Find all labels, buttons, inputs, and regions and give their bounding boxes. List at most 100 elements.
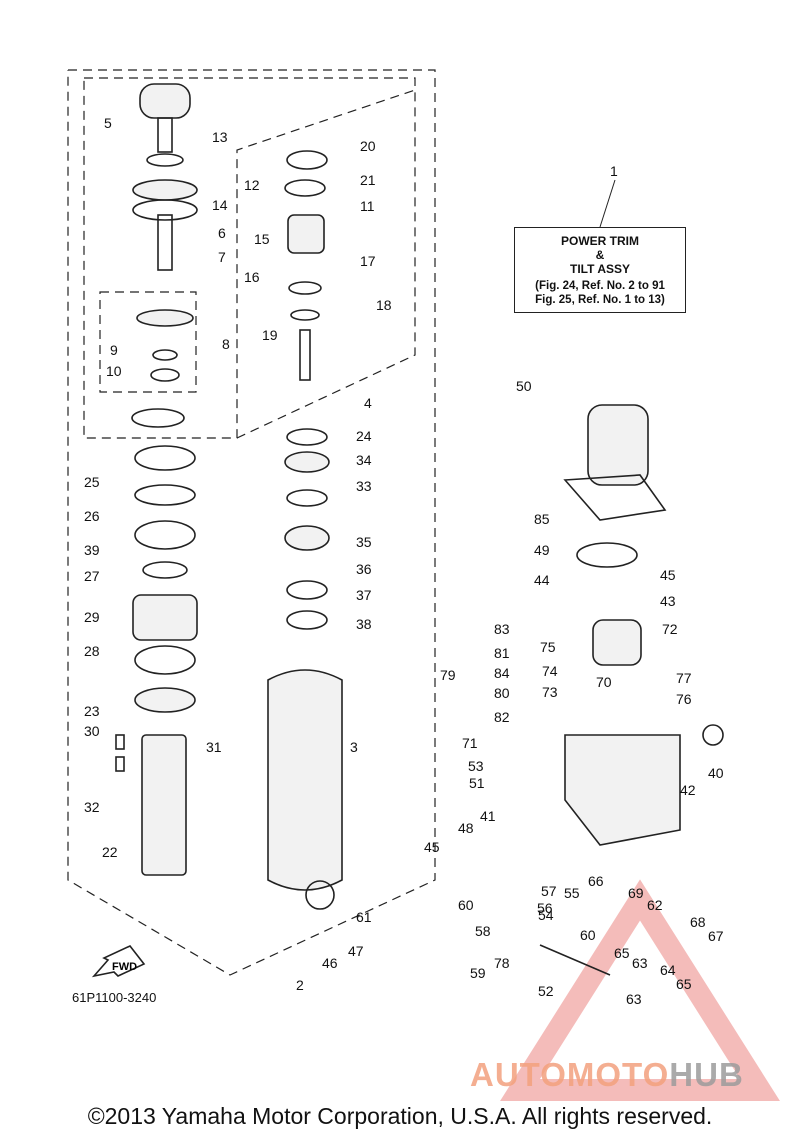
callout-5: 5 [104, 115, 112, 131]
callout-36: 36 [356, 561, 372, 577]
callout-3: 3 [350, 739, 358, 755]
callout-45: 45 [660, 567, 676, 583]
callout-88: 88 [0, 0, 16, 3]
callout-46: 46 [322, 955, 338, 971]
callout-82: 82 [494, 709, 510, 725]
callout-35: 35 [356, 534, 372, 550]
title-line-3: TILT ASSY [570, 262, 630, 276]
callout-66: 66 [588, 873, 604, 889]
callout-28: 28 [84, 643, 100, 659]
callout-64: 64 [660, 962, 676, 978]
callout-20: 20 [360, 138, 376, 154]
callout-54: 54 [538, 907, 554, 923]
callout-1: 1 [610, 163, 618, 179]
callout-40: 40 [708, 765, 724, 781]
callout-14: 14 [212, 197, 228, 213]
callout-30: 30 [84, 723, 100, 739]
callout-13: 13 [212, 129, 228, 145]
callout-85: 85 [534, 511, 550, 527]
callout-52: 52 [538, 983, 554, 999]
callout-7: 7 [218, 249, 226, 265]
assembly-title-box: POWER TRIM & TILT ASSY (Fig. 24, Ref. No… [514, 227, 686, 313]
callout-12: 12 [244, 177, 260, 193]
callout-50: 50 [516, 378, 532, 394]
callout-22: 22 [102, 844, 118, 860]
callout-23: 23 [84, 703, 100, 719]
callout-26: 26 [84, 508, 100, 524]
callout-90: 90 [0, 0, 16, 3]
callout-31: 31 [206, 739, 222, 755]
callout-63: 63 [626, 991, 642, 1007]
reference-note-1: (Fig. 24, Ref. No. 2 to 91 [535, 280, 665, 292]
callout-57: 57 [541, 883, 557, 899]
callout-43: 43 [660, 593, 676, 609]
callout-21: 21 [360, 172, 376, 188]
callout-48: 48 [458, 820, 474, 836]
watermark-logo: AUTOMOTOHUB [470, 1056, 744, 1094]
callout-80: 80 [494, 685, 510, 701]
dashed-group-outlines [67, 69, 436, 976]
callout-15: 15 [254, 231, 270, 247]
fwd-arrow-icon: FWD [91, 945, 146, 978]
callout-49: 49 [534, 542, 550, 558]
callout-62: 62 [647, 897, 663, 913]
copyright-notice: ©2013 Yamaha Motor Corporation, U.S.A. A… [87, 1103, 713, 1129]
callout-38: 38 [356, 616, 372, 632]
callout-53: 53 [468, 758, 484, 774]
callout-73: 73 [542, 684, 558, 700]
callout-75: 75 [540, 639, 556, 655]
reference-note-2: Fig. 25, Ref. No. 1 to 13) [535, 294, 665, 306]
callout-27: 27 [84, 568, 100, 584]
callout-67: 67 [708, 928, 724, 944]
callout-89: 89 [0, 0, 16, 3]
callout-69: 69 [628, 885, 644, 901]
drawing-code: 61P1100-3240 [72, 990, 157, 1005]
callout-71: 71 [462, 735, 478, 751]
callout-78: 78 [494, 955, 510, 971]
callout-84: 84 [494, 665, 510, 681]
callout-65: 65 [676, 976, 692, 992]
callout-25: 25 [84, 474, 100, 490]
callout-8: 8 [222, 336, 230, 352]
callout-44: 44 [534, 572, 550, 588]
callout-29: 29 [84, 609, 100, 625]
callout-61: 61 [356, 909, 372, 925]
callout-51: 51 [469, 775, 485, 791]
callout-55: 55 [564, 885, 580, 901]
callout-65: 65 [614, 945, 630, 961]
callout-19: 19 [262, 327, 278, 343]
callout-68: 68 [690, 914, 706, 930]
callout-76: 76 [676, 691, 692, 707]
watermark-triangle [500, 879, 780, 1101]
callout-79: 79 [440, 667, 456, 683]
title-line-1: POWER TRIM [561, 234, 639, 248]
callout-72: 72 [662, 621, 678, 637]
callout-47: 47 [348, 943, 364, 959]
callout-83: 83 [494, 621, 510, 637]
callout-45: 45 [424, 839, 440, 855]
part-1-callout: 1 [610, 163, 618, 179]
callout-39: 39 [84, 542, 100, 558]
fwd-label: FWD [112, 961, 137, 973]
callout-59: 59 [470, 965, 486, 981]
callout-56: 56 [537, 900, 553, 916]
callout-77: 77 [676, 670, 692, 686]
motor-pump-parts [539, 404, 724, 976]
callout-6: 6 [218, 225, 226, 241]
callout-4: 4 [364, 395, 372, 411]
watermark-part-1: AUTOMOTO [470, 1056, 670, 1093]
rod-assy-parts [115, 83, 198, 876]
callout-74: 74 [542, 663, 558, 679]
cylinder-parts [267, 150, 343, 910]
callout-41: 41 [480, 808, 496, 824]
callout-37: 37 [356, 587, 372, 603]
callout-87: 87 [0, 0, 16, 3]
callout-18: 18 [376, 297, 392, 313]
callout-2: 2 [296, 977, 304, 993]
title-line-2: & [595, 248, 605, 262]
callout-32: 32 [84, 799, 100, 815]
callout-63: 63 [632, 955, 648, 971]
callout-42: 42 [680, 782, 696, 798]
callout-numbers: 2345678910111213141516171819202122232425… [0, 0, 724, 1007]
